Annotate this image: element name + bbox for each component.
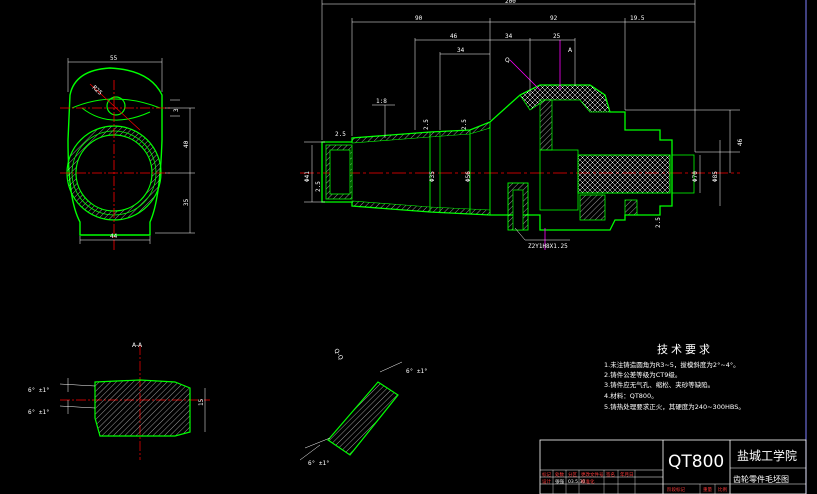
tech-line-4: 4.材料：QT800。: [604, 391, 658, 400]
tb-label-3: 更改文件号: [581, 471, 604, 478]
dim-phi85: Φ85: [712, 171, 719, 182]
dim-2-5c: 2.5: [461, 119, 468, 130]
dim-46-right: 46: [737, 138, 744, 146]
aa-angle-2: 6° ±1°: [28, 409, 50, 416]
dim-92: 92: [550, 15, 558, 22]
dim-taper: 1:8: [376, 98, 387, 105]
aa-angle-1: 6° ±1°: [28, 387, 50, 394]
dim-left-44: 44: [110, 233, 118, 240]
title-drawing-name: 齿轮零件毛坯图: [733, 474, 789, 484]
section-qq: [299, 361, 403, 461]
tb-bottom-2: 比例: [718, 486, 727, 493]
dim-2-5d: 2.5: [315, 181, 322, 192]
dim-2-5a: 2.5: [335, 131, 346, 138]
title-material: QT800: [668, 452, 724, 472]
dim-phi70: Φ70: [692, 171, 699, 182]
dim-200: 200: [505, 0, 516, 5]
dim-90: 90: [415, 15, 423, 22]
tb-label-4: 签名: [606, 471, 615, 478]
tech-line-1: 1.未注铸造圆角为R3~5，拔模斜度为2°~4°。: [604, 360, 740, 369]
tech-line-3: 3.铸件应无气孔、缩松、夹砂等缺陷。: [604, 380, 714, 389]
qq-angle-2: 6° ±1°: [308, 460, 330, 467]
dim-2-5e: 2.5: [655, 217, 662, 228]
title-block: [539, 439, 807, 494]
tb-row2-2: 03.5.30: [568, 479, 585, 485]
section-aa: [59, 345, 210, 460]
tb-row2-0: 设计: [542, 478, 551, 485]
tb-row2-1: 张强: [555, 478, 564, 485]
dim-left-35: 35: [183, 198, 190, 206]
dim-left-40: 40: [183, 140, 190, 148]
dim-phi41: Φ41: [304, 171, 311, 182]
tech-line-2: 2.铸件公差等级为CT9级。: [604, 370, 681, 379]
tb-label-5: 年月日: [620, 471, 634, 478]
dim-19-5: 19.5: [630, 15, 645, 22]
left-view: [60, 58, 195, 250]
section-mark-a: A: [568, 47, 573, 54]
dim-thread: Z2Y1H8X1.25: [528, 243, 568, 250]
tb-label-2: 分区: [568, 471, 577, 478]
dim-phi56: Φ56: [465, 171, 472, 182]
tb-label-1: 处数: [555, 471, 564, 478]
dim-left-3: 3: [173, 108, 180, 112]
tb-row2-3: 标准化: [581, 478, 595, 485]
title-school: 盐城工学院: [737, 448, 797, 463]
section-mark-q: Q: [505, 57, 510, 64]
qq-angle-1: 6° ±1°: [406, 368, 428, 375]
tb-bottom-1: 重量: [703, 486, 712, 493]
tech-line-5: 5.铸热处理要求正火，其硬度为240~300HBS。: [604, 402, 745, 411]
dim-34b: 34: [457, 47, 465, 54]
main-view: [300, 0, 740, 250]
dim-25: 25: [553, 33, 561, 40]
section-qq-label: Q-Q: [332, 348, 344, 362]
tech-title: 技术要求: [657, 343, 713, 356]
tb-bottom-0: 阶段标记: [667, 486, 685, 493]
dim-46: 46: [450, 33, 458, 40]
tb-label-0: 标记: [542, 471, 551, 478]
dim-34a: 34: [505, 33, 513, 40]
section-aa-label: A-A: [132, 342, 143, 349]
dim-left-55: 55: [110, 55, 118, 62]
dim-2-5b: 2.5: [423, 119, 430, 130]
dim-phi35: Φ35: [429, 171, 436, 182]
aa-dim-15: 15: [198, 398, 205, 406]
